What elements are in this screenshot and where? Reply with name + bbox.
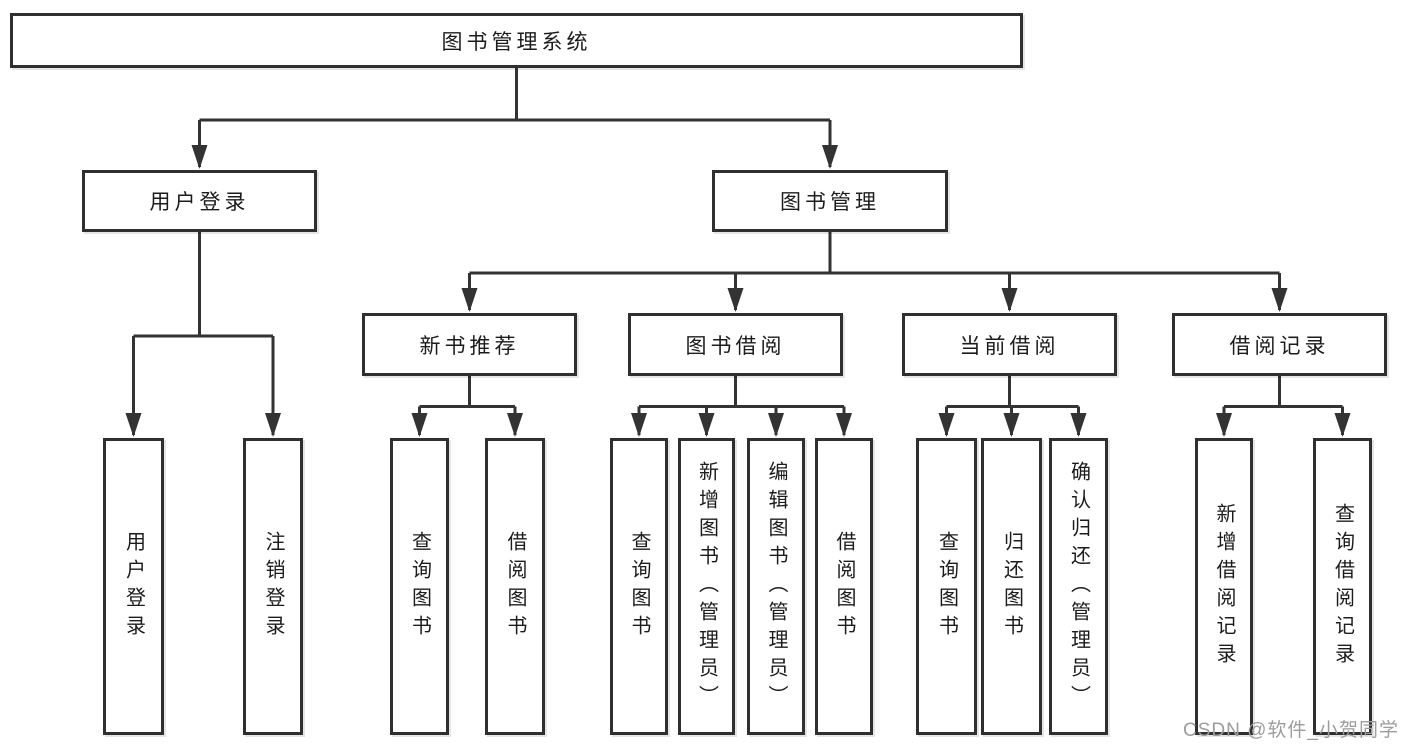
node-leaf-query-borrow-record-label: 查询借阅记录: [1331, 502, 1354, 671]
node-leaf-borrow-borrow-book-label: 借阅图书: [833, 530, 855, 643]
node-leaf-recommend-borrow-book-label: 借阅图书: [504, 530, 526, 643]
node-leaf-add-book-admin: 新增图书（管理员）: [678, 438, 735, 735]
node-leaf-current-query-book: 查询图书: [916, 438, 977, 735]
node-leaf-edit-book-admin: 编辑图书（管理员）: [747, 438, 805, 735]
node-leaf-add-borrow-record-label: 新增借阅记录: [1213, 502, 1235, 671]
node-leaf-logout-label: 注销登录: [262, 530, 284, 643]
node-root-label: 图书管理系统: [441, 30, 592, 54]
node-root: 图书管理系统: [10, 13, 1023, 68]
node-user-login-label: 用户登录: [149, 191, 250, 214]
node-leaf-return-book: 归还图书: [981, 438, 1042, 735]
node-leaf-add-borrow-record: 新增借阅记录: [1195, 438, 1253, 735]
node-current-borrow: 当前借阅: [902, 313, 1117, 376]
node-leaf-borrow-borrow-book: 借阅图书: [815, 438, 873, 735]
node-leaf-user-login-label: 用户登录: [122, 530, 145, 643]
node-borrow-records: 借阅记录: [1172, 313, 1387, 376]
node-borrow-records-label: 借阅记录: [1229, 334, 1330, 358]
node-new-book-recommend-label: 新书推荐: [419, 334, 520, 358]
node-book-borrow: 图书借阅: [628, 313, 843, 376]
node-leaf-borrow-query-book-label: 查询图书: [628, 530, 650, 643]
node-leaf-current-query-book-label: 查询图书: [935, 530, 958, 643]
node-user-login: 用户登录: [82, 170, 317, 232]
node-book-management-label: 图书管理: [780, 191, 880, 214]
node-book-management: 图书管理: [712, 170, 948, 232]
node-leaf-recommend-query-book: 查询图书: [390, 438, 449, 735]
node-leaf-recommend-borrow-book: 借阅图书: [485, 438, 545, 735]
node-leaf-borrow-query-book: 查询图书: [610, 438, 668, 735]
node-leaf-recommend-query-book-label: 查询图书: [408, 530, 431, 643]
node-book-borrow-label: 图书借阅: [685, 334, 786, 358]
node-leaf-confirm-return-admin-label: 确认归还（管理员）: [1067, 460, 1090, 713]
node-leaf-query-borrow-record: 查询借阅记录: [1313, 438, 1372, 735]
csdn-watermark: CSDN @软件_小贺同学: [1183, 720, 1399, 741]
node-current-borrow-label: 当前借阅: [959, 334, 1060, 358]
node-leaf-confirm-return-admin: 确认归还（管理员）: [1049, 438, 1108, 735]
node-new-book-recommend: 新书推荐: [362, 313, 577, 376]
node-leaf-edit-book-admin-label: 编辑图书（管理员）: [765, 460, 787, 713]
node-leaf-add-book-admin-label: 新增图书（管理员）: [695, 460, 718, 713]
node-leaf-return-book-label: 归还图书: [1000, 530, 1023, 643]
node-leaf-user-login: 用户登录: [103, 438, 164, 735]
node-leaf-logout: 注销登录: [243, 438, 303, 735]
